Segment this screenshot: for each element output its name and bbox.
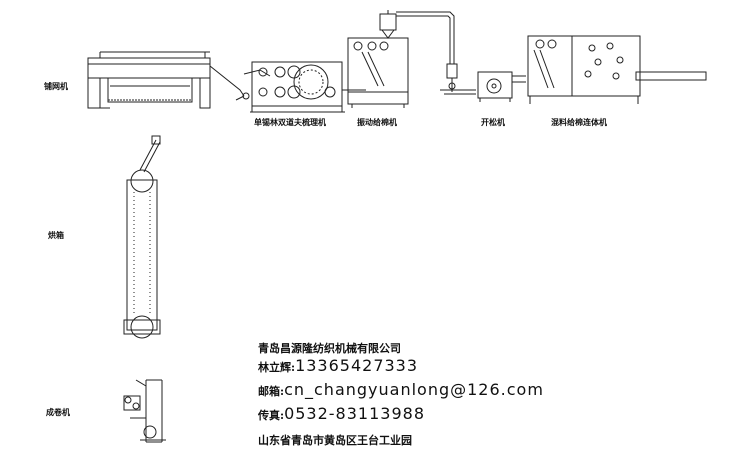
label-carding-machine: 单锡林双道夫梳理机 [254,118,326,127]
fax-label: 传真: [258,409,285,422]
label-mixing-feeder: 混料给棉连体机 [551,118,607,127]
company-name: 青岛昌源隆纺织机械有限公司 [258,342,401,355]
label-opener: 开松机 [481,118,505,127]
fax-line: 传真:0532-83113988 [258,404,425,423]
label-winder: 成卷机 [46,408,70,417]
winder-drawing [123,379,166,443]
fax-number: 0532-83113988 [284,404,425,423]
label-oven: 烘箱 [48,231,64,240]
vibrating-feeder-drawing [347,10,409,108]
contact-phone: 13365427333 [295,356,419,375]
oven-drawing [123,135,161,339]
mixing-feeder-drawing [527,35,707,104]
contact-label: 林立辉: [258,361,296,374]
email-label: 邮箱: [258,385,285,398]
carding-machine-drawing [243,61,366,113]
email-line: 邮箱:cn_changyuanlong@126.com [258,380,544,399]
opener-drawing [477,71,526,102]
label-vibrating-feeder: 振动给棉机 [357,118,397,127]
company-address: 山东省青岛市黄岛区王台工业园 [258,434,412,447]
label-web-laying-machine: 铺网机 [44,82,68,91]
transport-duct-drawing [396,11,476,95]
web-laying-machine-drawing [87,51,250,109]
contact-phone-line: 林立辉:13365427333 [258,356,418,375]
email-address: cn_changyuanlong@126.com [284,380,544,399]
